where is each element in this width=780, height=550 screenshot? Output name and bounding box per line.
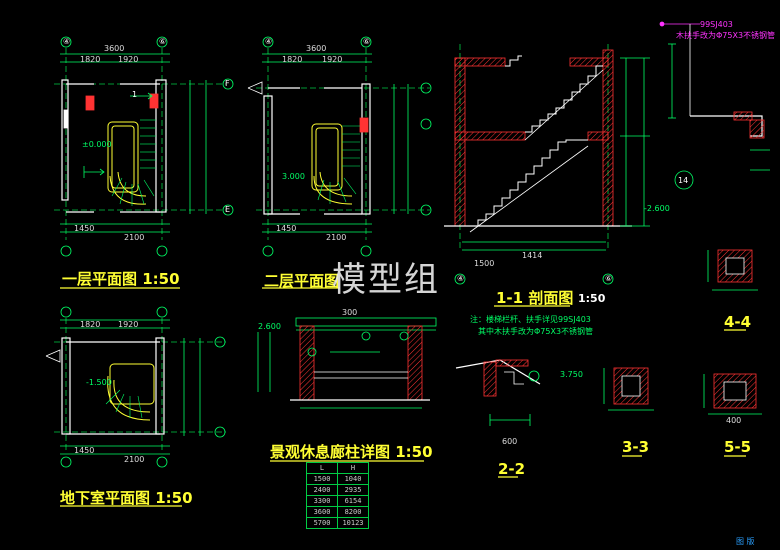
detail-index-14: 14	[678, 176, 689, 185]
dim-2100-c: 2100	[124, 455, 145, 464]
title-first-floor-plan: 一层平面图 1:50	[62, 270, 180, 288]
dim-1820-b: 1820	[282, 55, 303, 64]
dim-1920-c: 1920	[118, 320, 139, 329]
section-4-4[interactable]	[707, 249, 758, 291]
table-header-h: H	[337, 462, 369, 474]
dim-1920-a: 1920	[118, 55, 139, 64]
dim-1820-c: 1820	[80, 320, 101, 329]
level-column-top: 2.600	[258, 322, 281, 331]
title-underlines	[60, 287, 746, 507]
section-2-2[interactable]	[455, 359, 541, 426]
table-cell: 6154	[337, 495, 369, 507]
axis-label-f: F	[225, 79, 230, 88]
axis-label-4c: ④	[457, 274, 465, 283]
table-cell: 2400	[306, 484, 338, 496]
handrail-note: 其中木扶手改为Φ75X3不锈钢管	[478, 327, 594, 336]
dim-2100-b: 2100	[326, 233, 347, 242]
table-cell: 8200	[337, 506, 369, 518]
plan-second-floor[interactable]	[247, 36, 432, 257]
level-second: 3.000	[282, 172, 305, 181]
column-detail[interactable]	[257, 317, 437, 409]
dim-1414: 1414	[522, 251, 543, 260]
plan-basement[interactable]	[45, 306, 226, 468]
level-section-bottom: -2.600	[644, 204, 670, 213]
dim-1920-b: 1920	[322, 55, 343, 64]
dim-600: 600	[502, 437, 518, 446]
table-header-l: L	[306, 462, 338, 474]
title-column-detail: 景观休息廊柱详图 1:50	[270, 443, 433, 461]
axis-label-6: ⑥	[159, 37, 167, 46]
handrail-detail[interactable]	[659, 21, 770, 190]
detail-ref-99sj403: 99SJ403	[700, 20, 733, 29]
dim-1450-b: 1450	[276, 224, 297, 233]
corner-stamp: 图 版	[736, 537, 755, 546]
dim-1450-c: 1450	[74, 446, 95, 455]
plan-first-floor[interactable]	[54, 36, 234, 257]
table-cell: 10123	[337, 517, 369, 529]
title-second-floor-plan: 二层平面图	[264, 272, 340, 290]
dim-300: 300	[342, 308, 358, 317]
watermark: 模型组	[332, 260, 440, 300]
title-section-3-3: 3-3	[622, 438, 650, 456]
table-cell: 5700	[306, 517, 338, 529]
table-cell: 2935	[337, 484, 369, 496]
title-section-2-2: 2-2	[498, 460, 526, 478]
axis-label-e: E	[225, 205, 231, 214]
dim-1500: 1500	[474, 259, 495, 268]
title-section-5-5: 5-5	[724, 438, 752, 456]
section-3-3[interactable]	[603, 367, 654, 411]
stair-tag-1: 1	[132, 90, 138, 99]
title-section-4-4: 4-4	[724, 313, 752, 331]
dim-1820-a: 1820	[80, 55, 101, 64]
dim-400: 400	[726, 416, 742, 425]
level-basement: -1.500	[86, 378, 112, 387]
detail-ref-handrail: 木扶手改为Φ75X3不锈钢管	[676, 31, 776, 40]
axis-label-6c: ⑥	[605, 274, 613, 283]
dim-2100-a: 2100	[124, 233, 145, 242]
table-cell: 3600	[306, 506, 338, 518]
table-cell: 1040	[337, 473, 369, 485]
title-section-1-1: 1-1 剖面图	[496, 289, 574, 307]
level-2-2: 3.750	[560, 370, 583, 379]
dim-3600-b: 3600	[306, 44, 327, 53]
title-basement-plan: 地下室平面图 1:50	[60, 489, 193, 507]
dim-1450-a: 1450	[74, 224, 95, 233]
level-ground: ±0.000	[82, 140, 112, 149]
axis-label-4: ④	[63, 37, 71, 46]
section-5-5[interactable]	[703, 373, 762, 415]
stair-railing-note: 注：楼梯栏杆、扶手详见99SJ403	[470, 315, 591, 324]
section-1-1[interactable]	[444, 44, 650, 285]
axis-label-6b: ⑥	[363, 37, 371, 46]
table-cell: 3300	[306, 495, 338, 507]
dim-3600-a: 3600	[104, 44, 125, 53]
axis-label-4b: ④	[265, 37, 273, 46]
table-cell: 1500	[306, 473, 338, 485]
section-1-1-scale: 1:50	[578, 292, 606, 305]
